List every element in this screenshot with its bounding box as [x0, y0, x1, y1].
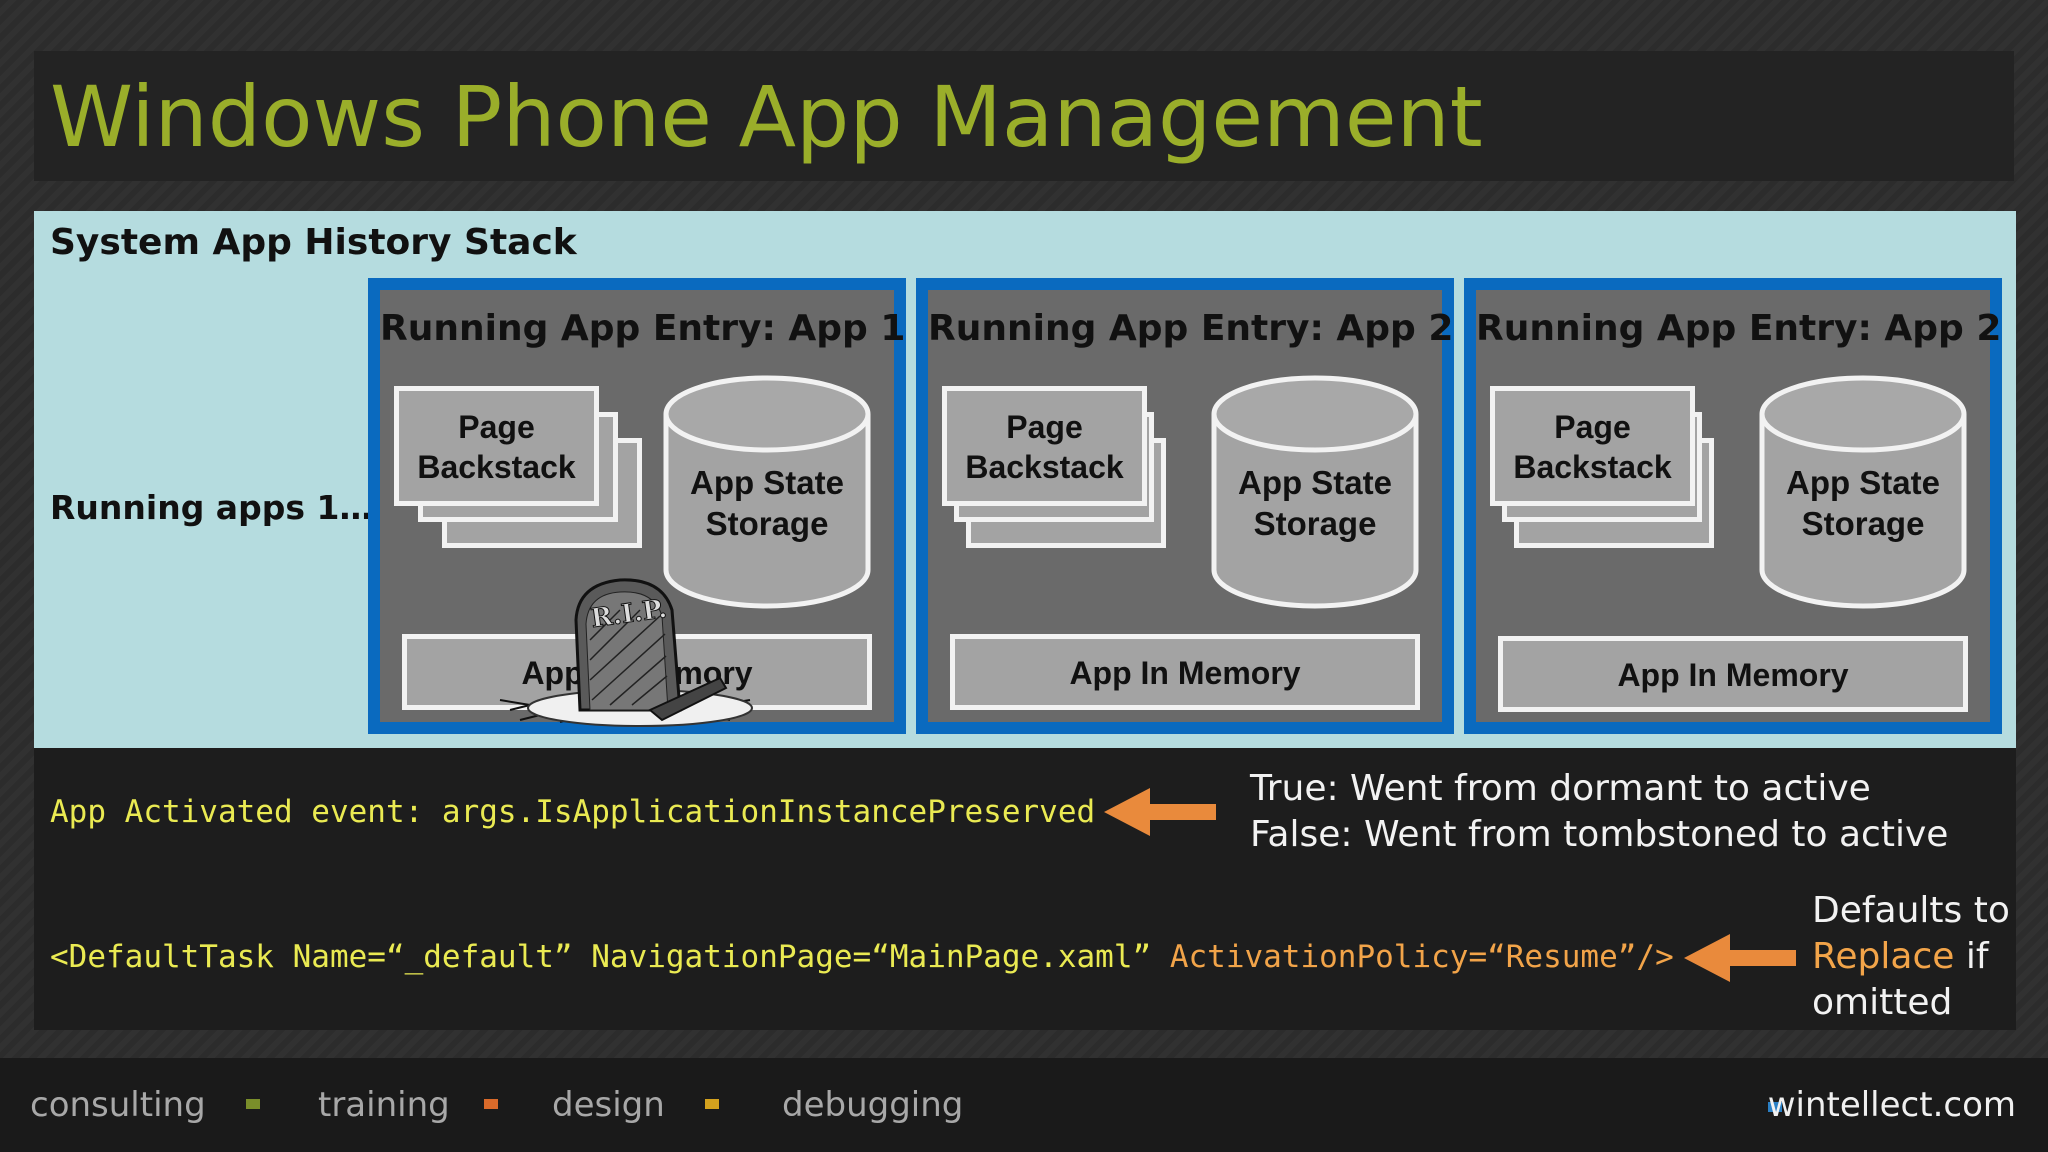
footer-item-training: training	[318, 1085, 450, 1125]
code-panel	[34, 748, 2016, 1030]
page-backstack-card: Page Backstack	[394, 386, 599, 506]
entry-title: Running App Entry: App 1	[380, 308, 906, 349]
stack-title: System App History Stack	[50, 222, 577, 263]
app-in-memory-box: App In Memory	[1498, 636, 1968, 712]
running-app-entry-2: Running App Entry: App 2 Page Backstack …	[916, 278, 1454, 734]
defaults-note-line1: Defaults to	[1812, 890, 2010, 931]
defaults-note-line3: omitted	[1812, 982, 1953, 1023]
default-task-code: <DefaultTask Name=“_default” NavigationP…	[50, 939, 1674, 975]
defaults-note-line2: Replace if	[1812, 936, 1989, 977]
footer-square-icon	[484, 1099, 498, 1109]
entry-body: Running App Entry: App 2 Page Backstack …	[1476, 290, 2002, 722]
app-in-memory-label: App In Memory	[1617, 657, 1849, 693]
slide-title: Windows Phone App Management	[50, 68, 1483, 166]
running-app-entry-3: Running App Entry: App 2 Page Backstack …	[1464, 278, 2002, 734]
page-backstack-card: Page Backstack	[942, 386, 1147, 506]
title-bar	[34, 51, 2014, 181]
app-state-storage-cylinder	[663, 375, 871, 609]
app-state-storage-cylinder	[1211, 375, 1419, 609]
entry-title: Running App Entry: App 2	[928, 308, 1454, 349]
footer-square-icon	[705, 1099, 719, 1109]
footer-item-design: design	[552, 1085, 665, 1125]
footer-item-consulting: consulting	[30, 1085, 206, 1125]
app-state-storage-cylinder	[1759, 375, 1967, 609]
app-state-storage-label: App State Storage	[689, 464, 844, 542]
entry-body: Running App Entry: App 2 Page Backstack …	[928, 290, 1454, 722]
arrow-left-icon	[1684, 934, 1796, 982]
running-app-entry-1: Running App Entry: App 1 Page Backstack …	[368, 278, 906, 734]
true-note: True: Went from dormant to active	[1250, 768, 1871, 809]
page-backstack-card: Page Backstack	[1490, 386, 1695, 506]
replace-keyword: Replace	[1812, 936, 1955, 977]
activated-event-code: App Activated event: args.IsApplicationI…	[50, 794, 1096, 830]
app-in-memory-label: App In Memory	[1069, 655, 1301, 691]
entry-body: Running App Entry: App 1 Page Backstack …	[380, 290, 906, 727]
arrow-left-icon	[1104, 788, 1216, 836]
footer-site-link[interactable]: wintellect.com	[1767, 1085, 2016, 1125]
tombstone-icon: R.I.P.	[499, 578, 753, 727]
activation-policy-code: ActivationPolicy=“Resume”/>	[1169, 939, 1674, 975]
default-task-code-part1: <DefaultTask Name=“_default” NavigationP…	[50, 939, 1152, 975]
false-note: False: Went from tombstoned to active	[1250, 814, 1949, 855]
app-state-storage-label: App State Storage	[1785, 464, 1940, 542]
page-backstack-label: Page Backstack	[417, 409, 576, 485]
footer-item-debugging: debugging	[782, 1085, 964, 1125]
running-apps-label: Running apps 1…n	[50, 488, 396, 527]
entry-title: Running App Entry: App 2	[1476, 308, 2002, 349]
app-state-storage-label: App State Storage	[1237, 464, 1392, 542]
defaults-if-text: if	[1954, 936, 1989, 977]
page-backstack-label: Page Backstack	[965, 409, 1124, 485]
footer-square-icon	[1768, 1102, 1782, 1112]
app-in-memory-box: App In Memory	[950, 634, 1420, 710]
footer-square-icon	[246, 1099, 260, 1109]
page-backstack-label: Page Backstack	[1513, 409, 1672, 485]
footer-bar	[0, 1058, 2048, 1152]
